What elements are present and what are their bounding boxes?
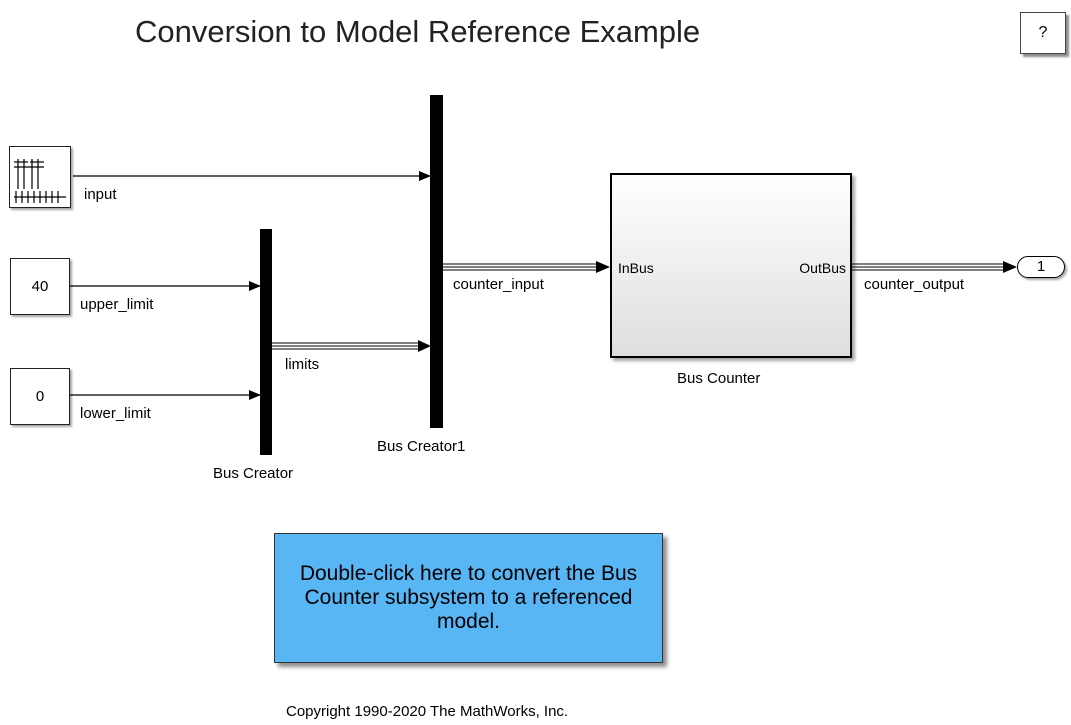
convert-annotation[interactable]: Double-click here to convert the Bus Cou… [274,533,663,663]
copyright-text: Copyright 1990-2020 The MathWorks, Inc. [286,703,569,720]
inbus-port-label: InBus [618,260,654,276]
counter-input-signal-label[interactable]: counter_input [453,276,544,293]
limits-signal-label[interactable]: limits [285,356,320,373]
model-title: Conversion to Model Reference Example [135,14,701,49]
constant-upper-block[interactable]: 40 [10,258,70,315]
help-button[interactable]: ? [1020,12,1066,54]
constant-lower-block[interactable]: 0 [10,368,70,425]
outport-block[interactable]: 1 [1017,256,1065,278]
bus-creator-block[interactable] [260,229,272,455]
constant-lower-value: 0 [35,388,45,405]
outbus-port-label: OutBus [799,260,846,276]
bus-counter-label: Bus Counter [677,370,761,387]
outport-number: 1 [1036,258,1046,275]
bus-creator1-block[interactable] [430,95,443,428]
limits-bus-line[interactable] [272,340,431,352]
input-signal-label[interactable]: input [84,186,117,203]
signal-builder-block[interactable] [9,146,71,208]
counter-output-signal-label[interactable]: counter_output [864,276,965,293]
signal-builder-icon [14,159,66,203]
bus-creator1-label: Bus Creator1 [377,438,466,455]
annotation-text: Double-click here to convert the Bus Cou… [299,562,638,633]
upper-limit-signal-label[interactable]: upper_limit [80,296,154,313]
lower-limit-signal-label[interactable]: lower_limit [80,405,151,422]
bus-creator-label: Bus Creator [213,465,294,482]
bus-counter-subsystem[interactable]: InBus OutBus [610,173,852,358]
counter-output-bus-line[interactable] [852,261,1017,273]
counter-input-bus-line[interactable] [443,261,610,273]
constant-upper-value: 40 [31,278,49,295]
